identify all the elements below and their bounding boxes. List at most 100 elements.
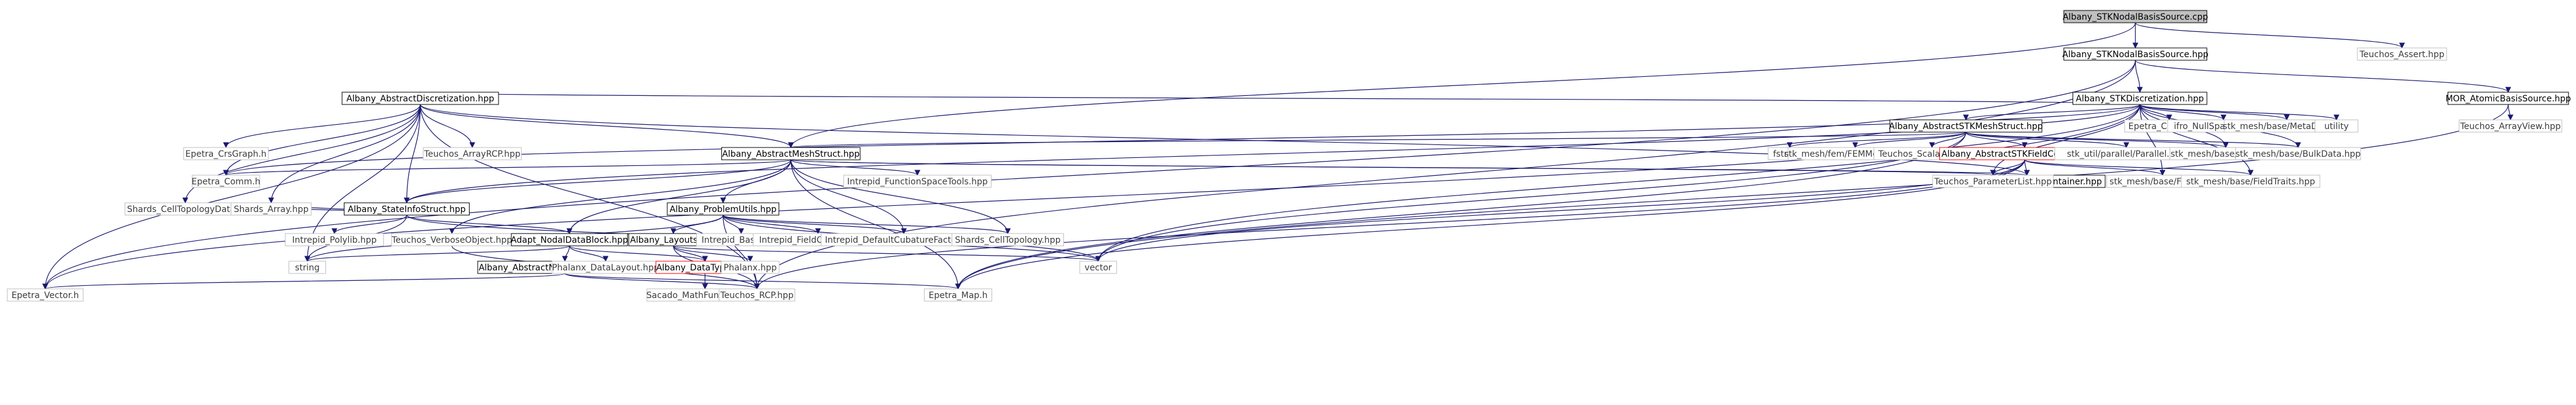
node-box <box>2181 175 2321 188</box>
node-label: utility <box>2324 122 2349 132</box>
dependency-edge <box>2140 104 2340 120</box>
dependency-edge <box>1963 104 2141 120</box>
node-teuchos-rcp[interactable]: Teuchos_RCP.hpp <box>718 288 796 302</box>
node-label: Shards_CellTopologyData.h <box>127 205 244 214</box>
node-shards-array[interactable]: Shards_Array.hpp <box>230 202 312 216</box>
node-box <box>2063 47 2208 61</box>
node-box <box>289 261 327 274</box>
node-label: Epetra_Vector.h <box>12 291 79 301</box>
dependency-edge <box>1965 132 2028 148</box>
node-label: Albany_STKNodalBasisSource.cpp <box>2063 12 2208 22</box>
node-box <box>843 175 992 188</box>
node-mor-atomic[interactable]: MOR_AtomicBasisSource.hpp <box>2445 92 2571 105</box>
dependency-edge <box>754 60 2136 289</box>
node-vector[interactable]: vector <box>1079 261 1117 274</box>
node-box <box>1932 175 2054 188</box>
dependency-edge <box>723 214 1011 234</box>
node-abs-stk-mesh[interactable]: Albany_AbstractSTKMeshStruct.hpp <box>1889 119 2043 133</box>
node-label: Intrepid_DefaultCubatureFactory.hpp <box>825 235 983 245</box>
node-box <box>924 288 993 302</box>
node-box <box>2072 92 2208 105</box>
node-label: Epetra_Comm.h <box>192 177 260 187</box>
node-shards-celltopo-data[interactable]: Shards_CellTopologyData.h <box>125 202 246 216</box>
dependency-edge <box>2140 104 2227 120</box>
node-shards-celltopo[interactable]: Shards_CellTopology.hpp <box>952 233 1065 246</box>
node-label: stk_util/parallel/Parallel.hpp <box>2067 149 2186 159</box>
dependency-edge <box>406 214 573 234</box>
node-box <box>2357 47 2447 61</box>
node-box <box>667 202 780 216</box>
node-intrepid-polylib[interactable]: Intrepid_Polylib.hpp <box>285 233 384 246</box>
node-state-info[interactable]: Albany_StateInfoStruct.hpp <box>344 202 470 216</box>
node-label: Albany_StateInfoStruct.hpp <box>348 205 466 214</box>
node-abs-mesh-struct[interactable]: Albany_AbstractMeshStruct.hpp <box>721 147 861 160</box>
dependency-edge <box>790 159 1995 176</box>
node-teuchos-arrayview[interactable]: Teuchos_ArrayView.hpp <box>2459 119 2562 133</box>
node-epetra-map[interactable]: Epetra_Map.h <box>924 288 993 302</box>
dependency-edge <box>788 132 1966 148</box>
dependency-edge <box>2024 159 2166 176</box>
node-stk-src-hpp[interactable]: Albany_STKNodalBasisSource.hpp <box>2062 47 2208 61</box>
dependency-edge <box>332 214 408 234</box>
dependency-edge <box>673 245 753 262</box>
node-box <box>1079 261 1117 274</box>
node-stk-parallel[interactable]: stk_util/parallel/Parallel.hpp <box>2054 147 2198 160</box>
node-label: Teuchos_ParameterList.hpp <box>1934 177 2052 187</box>
node-label: Epetra_CrsGraph.h <box>185 149 266 159</box>
node-label: stk_mesh/base/BulkData.hpp <box>2235 149 2361 159</box>
dependency-edge <box>420 104 2030 176</box>
node-box <box>718 288 796 302</box>
dependency-edge <box>568 245 609 262</box>
dependency-edge <box>42 273 565 289</box>
node-label: Shards_Array.hpp <box>234 205 309 214</box>
node-epetra-crsgraph[interactable]: Epetra_CrsGraph.h <box>183 147 269 160</box>
node-label: Phalanx.hpp <box>724 263 777 273</box>
node-stk-fieldtraits[interactable]: stk_mesh/base/FieldTraits.hpp <box>2181 175 2321 188</box>
node-label: Teuchos_ArrayRCP.hpp <box>424 149 521 159</box>
node-label: Phalanx_DataLayout.hpp <box>552 263 659 273</box>
node-teuchos-assert[interactable]: Teuchos_Assert.hpp <box>2357 47 2447 61</box>
node-stk-bulkdata[interactable]: stk_mesh/base/BulkData.hpp <box>2235 147 2361 160</box>
node-epetra-vector[interactable]: Epetra_Vector.h <box>7 288 83 302</box>
dependency-edge <box>790 159 921 176</box>
node-intrepid-cubature[interactable]: Intrepid_DefaultCubatureFactory.hpp <box>821 233 987 246</box>
node-utility[interactable]: utility <box>2314 119 2359 133</box>
node-stk-disc[interactable]: Albany_STKDiscretization.hpp <box>2072 92 2208 105</box>
node-albany-layouts[interactable]: Albany_Layouts.hpp <box>628 233 719 246</box>
dependency-edge <box>2135 60 2512 93</box>
dependency-edge <box>673 245 708 262</box>
dependency-edge <box>268 104 421 203</box>
dependency-edge <box>955 132 1966 289</box>
node-problem-utils[interactable]: Albany_ProblemUtils.hpp <box>667 202 780 216</box>
node-intrepid-fst[interactable]: Intrepid_FunctionSpaceTools.hpp <box>843 175 992 188</box>
dependency-edge <box>403 104 421 203</box>
node-phalanx-datalayout[interactable]: Phalanx_DataLayout.hpp <box>551 261 660 274</box>
dependency-edge <box>1095 104 2141 262</box>
node-adapt-nodal[interactable]: Adapt_NodalDataBlock.hpp <box>511 233 628 246</box>
dependency-edge <box>42 60 2136 289</box>
node-teuchos-verbose[interactable]: Teuchos_VerboseObject.hpp <box>391 233 513 246</box>
dependency-edge <box>2135 22 2405 49</box>
node-abs-disc[interactable]: Albany_AbstractDiscretization.hpp <box>341 92 499 105</box>
dependency-edge <box>723 214 760 289</box>
dependency-nodes: Albany_STKNodalBasisSource.cppAlbany_STK… <box>7 10 2571 302</box>
node-epetra-comm[interactable]: Epetra_Comm.h <box>192 175 260 188</box>
dependency-edge <box>223 104 2141 176</box>
dependency-edge <box>566 159 791 234</box>
dependency-edge <box>673 245 1101 262</box>
node-box <box>952 233 1065 246</box>
dependency-edge <box>2135 60 2143 93</box>
dependency-edge <box>562 245 570 262</box>
dependency-edge <box>955 159 2025 289</box>
node-root[interactable]: Albany_STKNodalBasisSource.cpp <box>2063 10 2208 23</box>
node-label: Albany_STKDiscretization.hpp <box>2076 94 2204 104</box>
node-string[interactable]: string <box>289 261 327 274</box>
node-teuchos-paramlist[interactable]: Teuchos_ParameterList.hpp <box>1932 175 2054 188</box>
node-teuchos-arrayrcp[interactable]: Teuchos_ArrayRCP.hpp <box>422 147 522 160</box>
node-label: MOR_AtomicBasisSource.hpp <box>2445 94 2570 104</box>
dependency-edge <box>2140 104 2254 176</box>
node-phalanx[interactable]: Phalanx.hpp <box>721 261 780 274</box>
dependency-edge <box>420 104 476 148</box>
node-label: Intrepid_Polylib.hpp <box>292 235 377 245</box>
